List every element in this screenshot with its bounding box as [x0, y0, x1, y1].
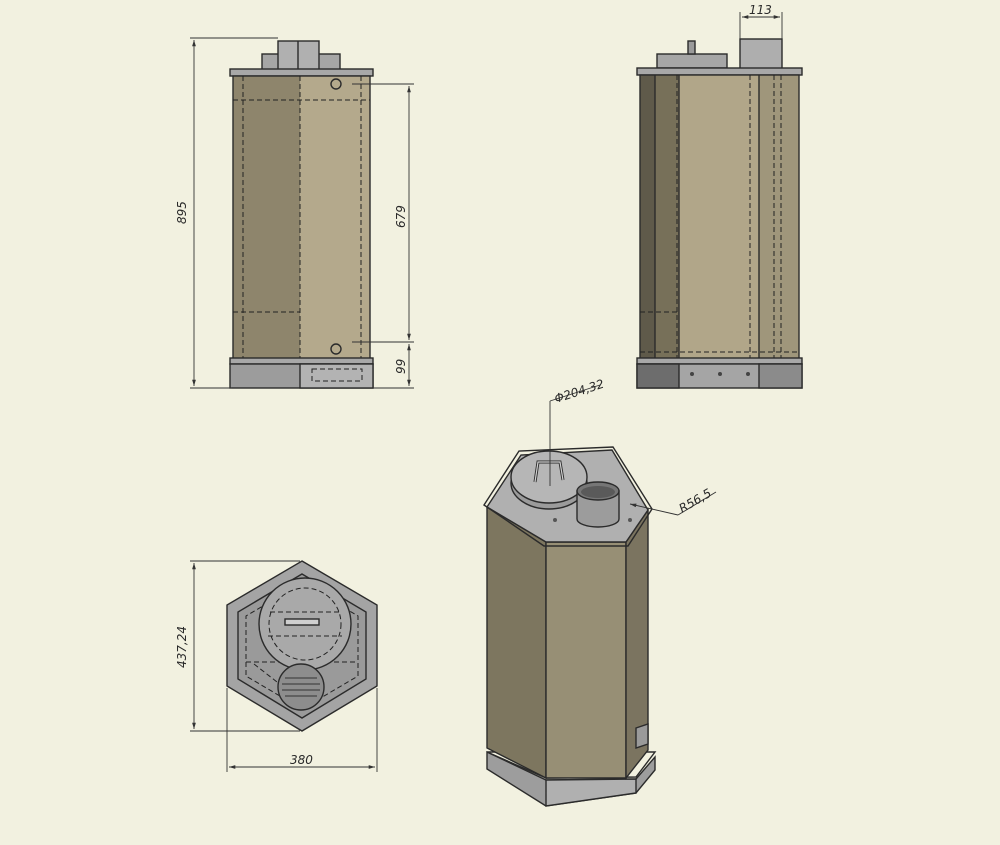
dim-width-380: 380: [290, 753, 313, 767]
side-dimensions: 113: [739, 3, 783, 39]
front-view: [229, 40, 374, 389]
dim-diameter-204-32: Φ204,32: [553, 377, 606, 406]
front-dimensions: 895 679 99: [175, 37, 414, 389]
dim-height-679: 679: [394, 205, 408, 228]
top-dimensions: 437,24 380: [175, 560, 378, 772]
dim-height-895: 895: [175, 201, 189, 224]
dim-depth-437-24: 437,24: [175, 626, 189, 668]
dim-radius-56-5: R56,5: [677, 486, 714, 516]
isometric-view: [483, 446, 657, 807]
dim-height-99: 99: [394, 359, 408, 374]
dim-width-113: 113: [749, 3, 772, 17]
top-view: [226, 560, 378, 732]
side-view: [636, 38, 803, 389]
